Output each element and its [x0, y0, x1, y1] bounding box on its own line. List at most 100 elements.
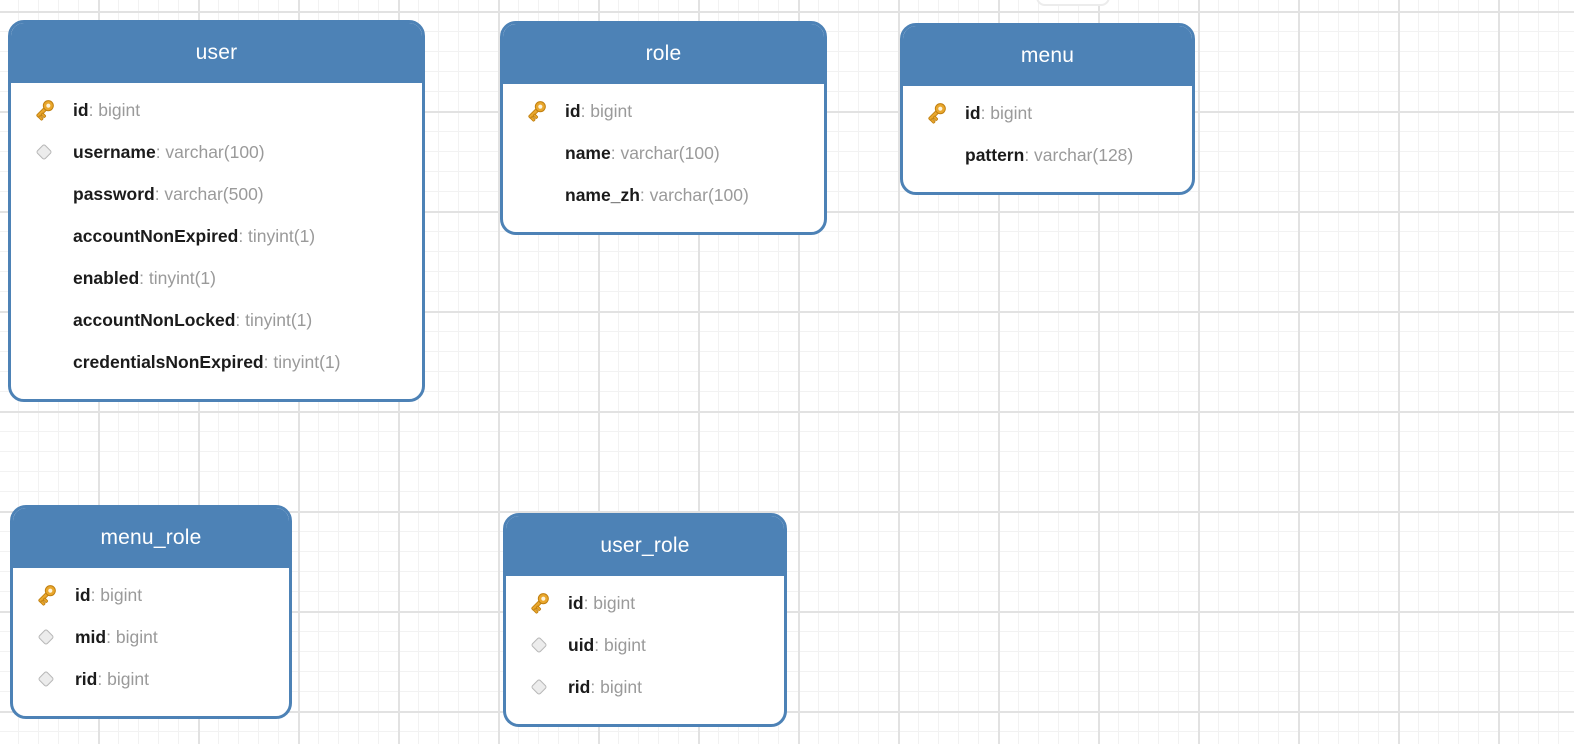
key-icon: [38, 585, 56, 606]
table-header[interactable]: menu_role: [13, 508, 289, 568]
field-row: password: varchar(500): [31, 173, 412, 215]
field-row: uid: bigint: [526, 624, 774, 666]
field-row: accountNonExpired: tinyint(1): [31, 215, 412, 257]
nullable-diamond-icon: [33, 666, 59, 692]
key-icon: [928, 103, 946, 124]
field-row: rid: bigint: [526, 666, 774, 708]
key-icon-slot: [523, 98, 549, 124]
diamond-shape: [37, 628, 55, 646]
icon-spacer: [31, 181, 57, 207]
nullable-diamond-icon: [526, 674, 552, 700]
field-name: id: [565, 100, 581, 121]
table-title: menu_role: [100, 526, 202, 549]
field-row: id: bigint: [33, 574, 279, 616]
field-type: : bigint: [580, 100, 633, 121]
key-icon-slot: [923, 100, 949, 126]
field-name: id: [73, 99, 89, 120]
field-type: : bigint: [583, 592, 636, 613]
field-row: name_zh: varchar(100): [523, 174, 814, 216]
key-icon: [531, 593, 549, 614]
field-name: username: [73, 141, 156, 162]
field-name: name_zh: [565, 184, 640, 205]
key-icon-slot: [31, 97, 57, 123]
icon-spacer: [523, 182, 549, 208]
diamond-shape: [35, 143, 53, 161]
field-row: accountNonLocked: tinyint(1): [31, 299, 412, 341]
field-type: : bigint: [88, 99, 141, 120]
field-type: : bigint: [90, 584, 143, 605]
key-icon: [36, 100, 54, 121]
field-type: : bigint: [590, 676, 642, 697]
field-row: credentialsNonExpired: tinyint(1): [31, 341, 412, 383]
field-type: : varchar(128): [1024, 144, 1134, 165]
field-name: id: [75, 584, 91, 605]
field-name: accountNonLocked: [73, 309, 236, 330]
field-type: : tinyint(1): [263, 351, 341, 372]
diamond-shape: [37, 670, 55, 688]
table-title: user_role: [600, 534, 690, 557]
cutoff-element: [1036, 0, 1110, 6]
field-type: : bigint: [594, 634, 646, 655]
field-row: username: varchar(100): [31, 131, 412, 173]
icon-spacer: [31, 265, 57, 291]
field-name: accountNonExpired: [73, 225, 239, 246]
icon-spacer: [31, 223, 57, 249]
field-type: : bigint: [106, 626, 158, 647]
table-title: menu: [1020, 44, 1075, 67]
diamond-shape: [530, 636, 548, 654]
field-type: : tinyint(1): [139, 267, 216, 288]
field-name: name: [565, 142, 611, 163]
field-type: : varchar(100): [610, 142, 720, 163]
table-header[interactable]: user: [11, 23, 422, 83]
field-name: password: [73, 183, 155, 204]
field-name: credentialsNonExpired: [73, 351, 264, 372]
field-type: : bigint: [980, 102, 1033, 123]
key-icon: [528, 101, 546, 122]
diamond-shape: [530, 678, 548, 696]
field-name: rid: [75, 668, 98, 689]
field-name: id: [568, 592, 584, 613]
field-type: : varchar(100): [155, 141, 265, 162]
field-row: name: varchar(100): [523, 132, 814, 174]
field-type: : varchar(100): [639, 184, 749, 205]
field-name: enabled: [73, 267, 140, 288]
field-row: id: bigint: [923, 92, 1182, 134]
field-name: uid: [568, 634, 595, 655]
field-row: mid: bigint: [33, 616, 279, 658]
table-title: user: [195, 41, 238, 64]
field-type: : tinyint(1): [238, 225, 316, 246]
table-title: role: [645, 42, 682, 65]
table-header[interactable]: menu: [903, 26, 1192, 86]
field-name: pattern: [965, 144, 1025, 165]
icon-spacer: [31, 307, 57, 333]
nullable-diamond-icon: [526, 632, 552, 658]
field-row: pattern: varchar(128): [923, 134, 1182, 176]
icon-spacer: [923, 142, 949, 168]
table-header[interactable]: role: [503, 24, 824, 84]
field-row: rid: bigint: [33, 658, 279, 700]
field-name: rid: [568, 676, 591, 697]
field-row: enabled: tinyint(1): [31, 257, 412, 299]
field-row: id: bigint: [526, 582, 774, 624]
field-row: id: bigint: [31, 89, 412, 131]
field-type: : varchar(500): [154, 183, 264, 204]
key-icon-slot: [33, 582, 59, 608]
field-row: id: bigint: [523, 90, 814, 132]
field-type: : bigint: [97, 668, 149, 689]
icon-spacer: [523, 140, 549, 166]
field-name: mid: [75, 626, 107, 647]
table-header[interactable]: user_role: [506, 516, 784, 576]
icon-spacer: [31, 349, 57, 375]
field-type: : tinyint(1): [235, 309, 313, 330]
